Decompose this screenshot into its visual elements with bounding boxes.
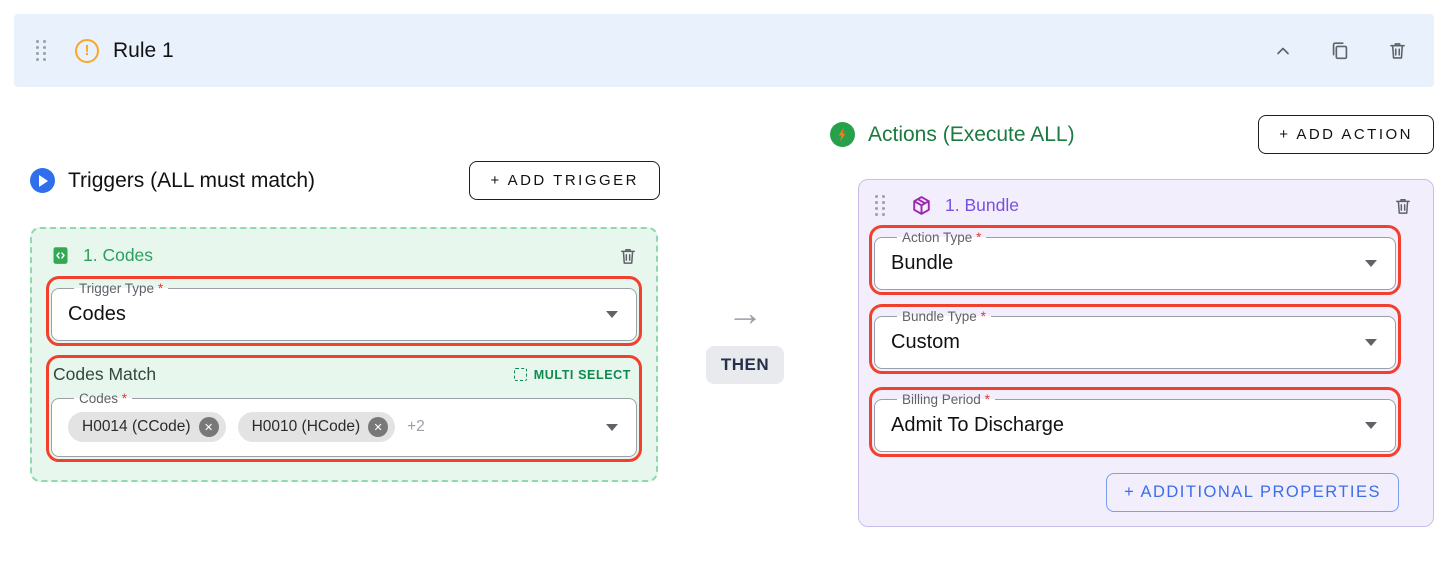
highlight-box: Trigger Type * Codes — [46, 276, 642, 346]
chip-remove-icon[interactable]: ✕ — [368, 417, 389, 437]
then-badge: THEN — [705, 346, 785, 384]
highlight-box: Codes Match MULTI SELECT Codes * H0014 (… — [46, 355, 642, 462]
action-type-label: Action Type * — [902, 230, 982, 245]
billing-period-value: Admit To Discharge — [891, 414, 1065, 436]
add-action-button[interactable]: + ADD ACTION — [1258, 115, 1434, 154]
package-box-icon — [913, 196, 930, 215]
caret-down-icon — [1365, 260, 1377, 267]
chevron-up-icon — [1277, 47, 1289, 54]
rule-header: ! Rule 1 — [14, 14, 1434, 87]
actions-section: Actions (Execute ALL) + ADD ACTION 1. Bu… — [830, 87, 1434, 570]
billing-period-label: Billing Period * — [902, 392, 990, 407]
drag-handle-icon[interactable] — [875, 195, 886, 216]
collapse-button[interactable] — [1273, 41, 1293, 61]
billing-period-select[interactable]: Billing Period * Admit To Discharge — [874, 392, 1396, 452]
bundle-type-select[interactable]: Bundle Type * Custom — [874, 309, 1396, 369]
delete-trigger-button[interactable] — [618, 246, 638, 266]
trigger-card: 1. Codes Trigger Type * Codes — [30, 227, 658, 482]
connector: → THEN — [660, 87, 830, 570]
trigger-type-value: Codes — [68, 303, 126, 325]
bundle-type-label: Bundle Type * — [902, 309, 986, 324]
highlight-box: Bundle Type * Custom — [869, 304, 1401, 374]
delete-action-button[interactable] — [1393, 196, 1413, 216]
additional-properties-button[interactable]: + ADDITIONAL PROPERTIES — [1106, 473, 1399, 512]
action-card-title: 1. Bundle — [945, 195, 1019, 215]
trigger-type-label: Trigger Type * — [79, 281, 164, 296]
rule-title: Rule 1 — [113, 38, 174, 62]
code-chip[interactable]: H0014 (CCode) ✕ — [68, 412, 226, 442]
action-type-value: Bundle — [891, 252, 954, 274]
warning-icon: ! — [75, 38, 99, 63]
caret-down-icon — [606, 423, 618, 431]
chips-overflow-count: +2 — [407, 418, 425, 435]
chip-remove-icon[interactable]: ✕ — [198, 417, 219, 437]
caret-down-icon — [1365, 422, 1377, 429]
codes-label: Codes * — [79, 391, 128, 406]
triggers-section: Triggers (ALL must match) + ADD TRIGGER … — [14, 87, 660, 570]
bundle-type-value: Custom — [891, 331, 960, 353]
chip-label: H0014 (CCode) — [82, 418, 191, 435]
play-circle-icon — [30, 168, 55, 193]
trash-icon — [1390, 43, 1405, 59]
codes-match-heading: Codes Match — [53, 364, 157, 384]
action-type-select[interactable]: Action Type * Bundle — [874, 230, 1396, 290]
trigger-card-title: 1. Codes — [83, 245, 154, 265]
code-chip[interactable]: H0010 (HCode) ✕ — [237, 412, 396, 442]
copy-icon — [1332, 41, 1348, 59]
lightning-circle-icon — [830, 122, 855, 147]
trash-icon — [621, 248, 635, 264]
delete-rule-button[interactable] — [1387, 40, 1408, 61]
chip-label: H0010 (HCode) — [251, 418, 361, 435]
trigger-type-select[interactable]: Trigger Type * Codes — [51, 281, 637, 341]
highlight-box: Billing Period * Admit To Discharge — [869, 387, 1401, 457]
trash-icon — [1396, 198, 1410, 214]
caret-down-icon — [1365, 339, 1377, 346]
dashed-square-icon — [513, 368, 527, 381]
drag-handle-icon[interactable] — [36, 40, 47, 61]
file-code-icon — [53, 247, 68, 264]
triggers-heading: Triggers (ALL must match) — [68, 168, 316, 192]
actions-heading: Actions (Execute ALL) — [868, 122, 1075, 146]
highlight-box: Action Type * Bundle — [869, 225, 1401, 295]
caret-down-icon — [606, 311, 618, 318]
duplicate-rule-button[interactable] — [1329, 40, 1351, 62]
add-trigger-button[interactable]: + ADD TRIGGER — [469, 161, 660, 200]
codes-multiselect[interactable]: Codes * H0014 (CCode) ✕ H0010 (HCode) ✕ … — [51, 391, 637, 457]
arrow-right-icon: → — [727, 292, 763, 333]
multi-select-badge: MULTI SELECT — [513, 368, 631, 382]
action-card: 1. Bundle Action Type * Bundle — [858, 179, 1434, 527]
